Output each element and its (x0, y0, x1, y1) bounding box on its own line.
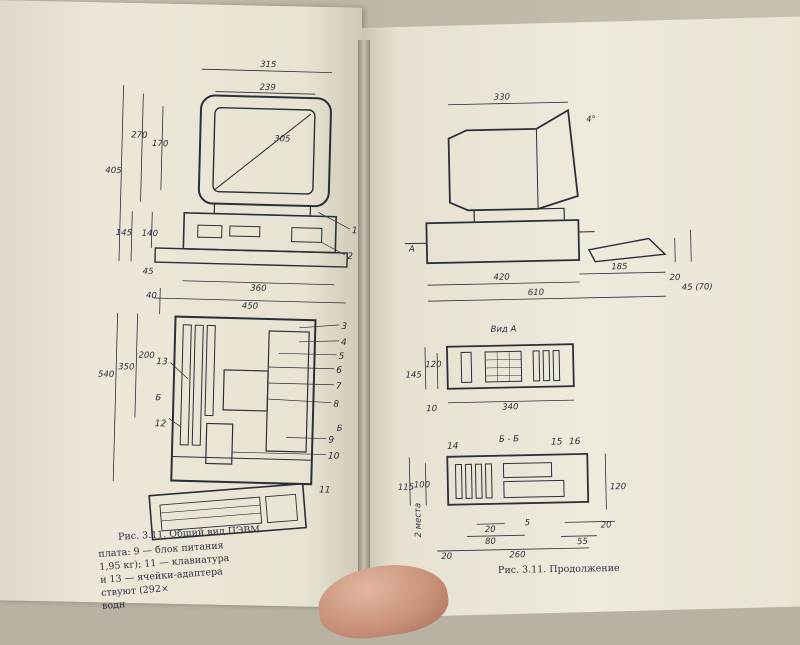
callout-16: 16 (569, 437, 581, 447)
dim-260: 260 (509, 550, 525, 560)
left-body-text: плата: 9 — блок питания 1,95 кг); 11 — к… (98, 539, 232, 613)
dim-185: 185 (611, 262, 627, 272)
dim-10: 10 (426, 404, 437, 414)
dim-115: 115 (398, 483, 414, 493)
dim-140: 140 (142, 229, 158, 239)
dim-340: 340 (502, 402, 518, 412)
dim-40: 40 (146, 291, 157, 301)
power-supply-block (223, 370, 268, 411)
view-a-label: Вид А (491, 324, 517, 335)
note-2-places: 2 места (413, 503, 424, 538)
callout-9: 9 (328, 436, 334, 446)
section-bb-label: Б - Б (499, 434, 520, 444)
dim-80: 80 (485, 537, 496, 547)
dim-100: 100 (414, 480, 430, 490)
section-mark-b-right: Б (337, 424, 343, 434)
system-unit-side-view (426, 220, 579, 263)
callout-5: 5 (338, 352, 344, 362)
right-drawing: 330 4° 420 185 610 20 45 (70) 145 120 10… (390, 88, 719, 563)
dim-20-c: 20 (441, 552, 452, 562)
callout-10: 10 (328, 452, 340, 462)
dim-239: 239 (259, 83, 275, 93)
dim-350: 350 (118, 362, 134, 372)
front-view-grille (485, 351, 522, 382)
keyboard-side-profile (589, 238, 665, 262)
callout-12: 12 (155, 419, 167, 429)
front-panel-slot (198, 225, 222, 238)
dim-360: 360 (250, 284, 266, 294)
dim-170: 170 (152, 139, 168, 149)
dim-330: 330 (494, 92, 510, 102)
callout-7: 7 (336, 382, 342, 392)
monitor-side-view (448, 110, 578, 211)
callout-14: 14 (447, 442, 459, 452)
technical-drawings: 315 239 305 170 270 405 145 140 45 360 4… (0, 0, 800, 600)
dim-305: 305 (274, 134, 290, 144)
power-switch-panel (292, 228, 322, 243)
callout-3: 3 (341, 322, 347, 332)
dim-270: 270 (131, 130, 147, 140)
dim-5: 5 (525, 518, 531, 528)
callout-2: 2 (347, 252, 353, 262)
section-mark-b-left: Б (155, 393, 161, 403)
callout-6: 6 (336, 366, 342, 376)
callout-15: 15 (551, 437, 563, 447)
dim-20: 20 (669, 273, 680, 283)
screen-diagonal (215, 112, 311, 192)
right-figure-caption: Рис. 3.11. Продолжение (498, 563, 620, 576)
drive-bay (266, 331, 309, 452)
keyboard-side-view (155, 248, 347, 267)
dim-angle-4deg: 4° (586, 115, 596, 125)
dim-145: 145 (116, 228, 132, 238)
callout-1: 1 (352, 226, 358, 236)
dim-120-bb: 120 (610, 482, 626, 492)
callout-8: 8 (333, 400, 339, 410)
dim-610: 610 (528, 288, 544, 298)
left-drawing: 315 239 305 170 270 405 145 140 45 360 4… (94, 56, 362, 545)
dim-120-r: 120 (425, 360, 441, 370)
dim-20-b: 20 (601, 520, 612, 530)
dim-315: 315 (260, 60, 276, 70)
dim-450: 450 (242, 301, 258, 311)
dim-20-a: 20 (485, 525, 496, 535)
floppy-drive (230, 226, 260, 237)
dim-405: 405 (105, 166, 121, 176)
callout-11: 11 (319, 485, 331, 495)
view-arrow-a: А (408, 244, 415, 254)
monitor-outline (199, 95, 332, 206)
dim-45-70: 45 (70) (682, 282, 713, 293)
dim-540: 540 (98, 370, 114, 380)
dim-145-r: 145 (405, 370, 421, 380)
dim-420: 420 (493, 272, 509, 282)
dim-200: 200 (138, 351, 154, 361)
callout-4: 4 (341, 338, 347, 348)
callout-13: 13 (156, 357, 168, 367)
dim-55: 55 (577, 537, 588, 547)
dim-45: 45 (143, 267, 154, 277)
